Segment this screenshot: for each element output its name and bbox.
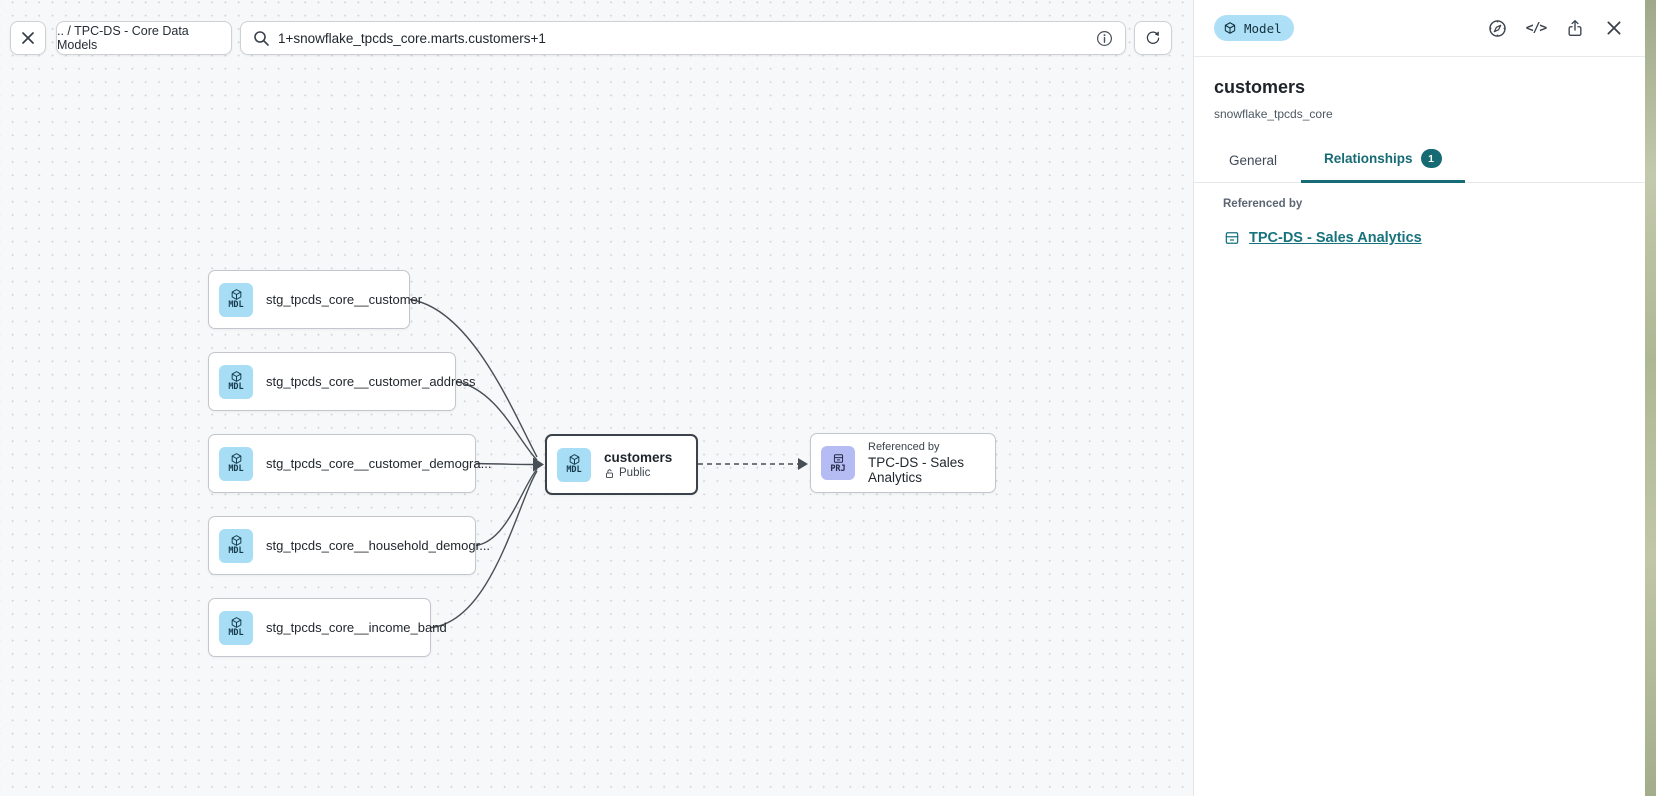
details-panel-header: Model </> [1194, 0, 1645, 57]
cube-icon [231, 535, 241, 547]
model-chip: MDL [219, 364, 253, 399]
model-chip: MDL [219, 610, 253, 645]
model-chip: MDL [219, 446, 253, 481]
model-chip: MDL [219, 528, 253, 563]
public-unlocked-icon [604, 468, 615, 479]
desktop-wallpaper-sliver [1645, 0, 1656, 796]
node-title: customers [604, 450, 673, 465]
cube-icon [231, 617, 241, 629]
breadcrumb-label: .. / TPC-DS - Core Data Models [57, 24, 189, 52]
model-chip: MDL [557, 447, 591, 482]
close-icon [20, 30, 36, 46]
cube-icon [231, 371, 241, 383]
lineage-node-stg-household-demographics[interactable]: MDL stg_tpcds_core__household_demogr... [208, 516, 490, 575]
refresh-lineage-button[interactable] [1134, 21, 1172, 55]
lineage-node-stg-customer[interactable]: MDL stg_tpcds_core__customer [208, 270, 422, 329]
tab-relationships[interactable]: Relationships 1 [1301, 149, 1465, 183]
lineage-search-bar[interactable] [240, 21, 1126, 55]
cube-icon [231, 289, 241, 301]
lineage-node-stg-customer-address[interactable]: MDL stg_tpcds_core__customer_address [208, 352, 476, 411]
breadcrumb[interactable]: .. / TPC-DS - Core Data Models [56, 21, 232, 55]
search-icon [253, 30, 270, 47]
project-chip: PRJ [821, 446, 855, 480]
node-label: TPC-DS - Sales Analytics [868, 455, 965, 485]
cube-icon [1224, 22, 1236, 34]
lineage-edges [409, 298, 808, 629]
panel-tabs: General Relationships 1 [1194, 142, 1645, 183]
reference-link-row[interactable]: TPC-DS - Sales Analytics [1223, 229, 1625, 247]
tab-general[interactable]: General [1229, 153, 1278, 168]
project-drawer-icon [833, 454, 843, 463]
node-label: stg_tpcds_core__household_demogr... [266, 538, 491, 553]
lineage-compass-icon[interactable] [1486, 17, 1508, 39]
refresh-icon [1144, 29, 1162, 47]
search-input[interactable] [278, 30, 1088, 46]
close-panel-icon[interactable] [1603, 17, 1625, 39]
node-label: stg_tpcds_core__customer_demogra... [266, 456, 492, 471]
cube-icon [569, 454, 579, 466]
cube-icon [231, 453, 241, 465]
lineage-node-customers-selected[interactable]: MDL customers Public [545, 434, 698, 495]
visibility-label: Public [619, 467, 651, 479]
referenced-by-section-label: Referenced by [1223, 198, 1303, 210]
node-label: stg_tpcds_core__customer [266, 292, 423, 307]
referenced-by-kicker: Referenced by [868, 441, 940, 453]
lineage-node-sales-analytics-project[interactable]: PRJ Referenced by TPC-DS - Sales Analyti… [810, 433, 996, 493]
info-icon[interactable] [1096, 30, 1113, 47]
close-lineage-button[interactable] [10, 21, 46, 55]
project-drawer-icon [1223, 229, 1241, 247]
details-panel: Model </> customers snowflake_tpcds_core… [1193, 0, 1645, 796]
relationships-count-badge: 1 [1420, 149, 1442, 168]
lineage-node-stg-income-band[interactable]: MDL stg_tpcds_core__income_band [208, 598, 447, 657]
share-icon[interactable] [1564, 17, 1586, 39]
code-icon[interactable]: </> [1525, 20, 1548, 36]
lineage-canvas[interactable]: .. / TPC-DS - Core Data Models MDL stg_t… [0, 0, 1193, 796]
schema-subtitle: snowflake_tpcds_core [1214, 107, 1333, 121]
model-chip: MDL [219, 282, 253, 317]
node-label: stg_tpcds_core__customer_address [266, 374, 476, 389]
page-title: customers [1214, 77, 1306, 97]
model-type-badge: Model [1214, 15, 1294, 41]
reference-link[interactable]: TPC-DS - Sales Analytics [1249, 230, 1422, 246]
lineage-node-stg-customer-demographics[interactable]: MDL stg_tpcds_core__customer_demogra... [208, 434, 491, 493]
node-label: stg_tpcds_core__income_band [266, 620, 447, 635]
